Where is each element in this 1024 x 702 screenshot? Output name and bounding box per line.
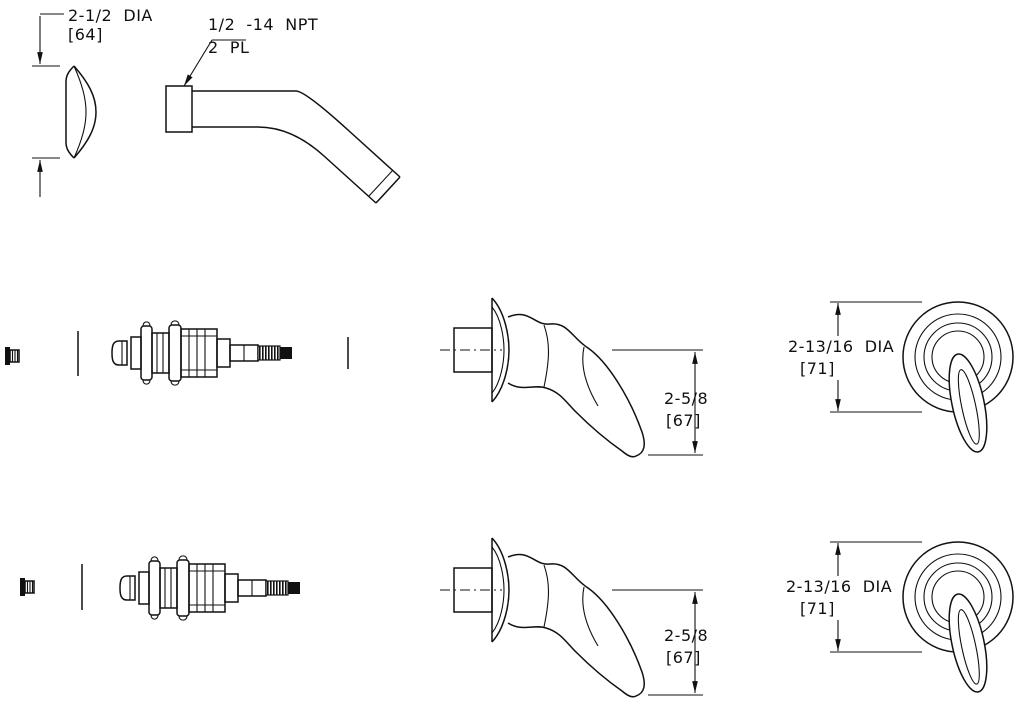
handle-side-view-row1: 2-5/8 [67]: [439, 297, 708, 458]
arm-places-label: 2 PL: [208, 38, 249, 57]
screw-part-row2: [19, 577, 35, 597]
flange-dia-label: 2-1/2 DIA: [68, 6, 153, 25]
screw-part-row1: [4, 346, 20, 366]
handle-front-view-row2: 2-13/16 DIA [71]: [786, 541, 1014, 696]
handle-side-view-row2: 2-5/8 [67]: [439, 537, 708, 698]
parts-row-1: [4, 320, 349, 386]
shower-arm-view: 1/2 -14 NPT 2 PL: [165, 15, 401, 204]
handle-dia-metric-row2: [71]: [800, 599, 835, 618]
flange-dia-metric: [64]: [68, 25, 103, 44]
handle-depth-label-row1: 2-5/8: [664, 389, 708, 408]
flange-profile-view: 2-1/2 DIA [64]: [32, 6, 153, 197]
handle-dia-label-row1: 2-13/16 DIA: [788, 337, 894, 356]
parts-row-2: [19, 555, 301, 621]
cartridge-row1: [111, 320, 293, 386]
handle-depth-metric-row2: [67]: [666, 648, 701, 667]
handle-depth-label-row2: 2-5/8: [664, 626, 708, 645]
handle-dia-metric-row1: [71]: [800, 359, 835, 378]
handle-dia-label-row2: 2-13/16 DIA: [786, 577, 892, 596]
arm-thread-label: 1/2 -14 NPT: [208, 15, 318, 34]
cartridge-row2: [119, 555, 301, 621]
handle-depth-metric-row1: [67]: [666, 411, 701, 430]
handle-front-view-row1: 2-13/16 DIA [71]: [788, 301, 1014, 456]
